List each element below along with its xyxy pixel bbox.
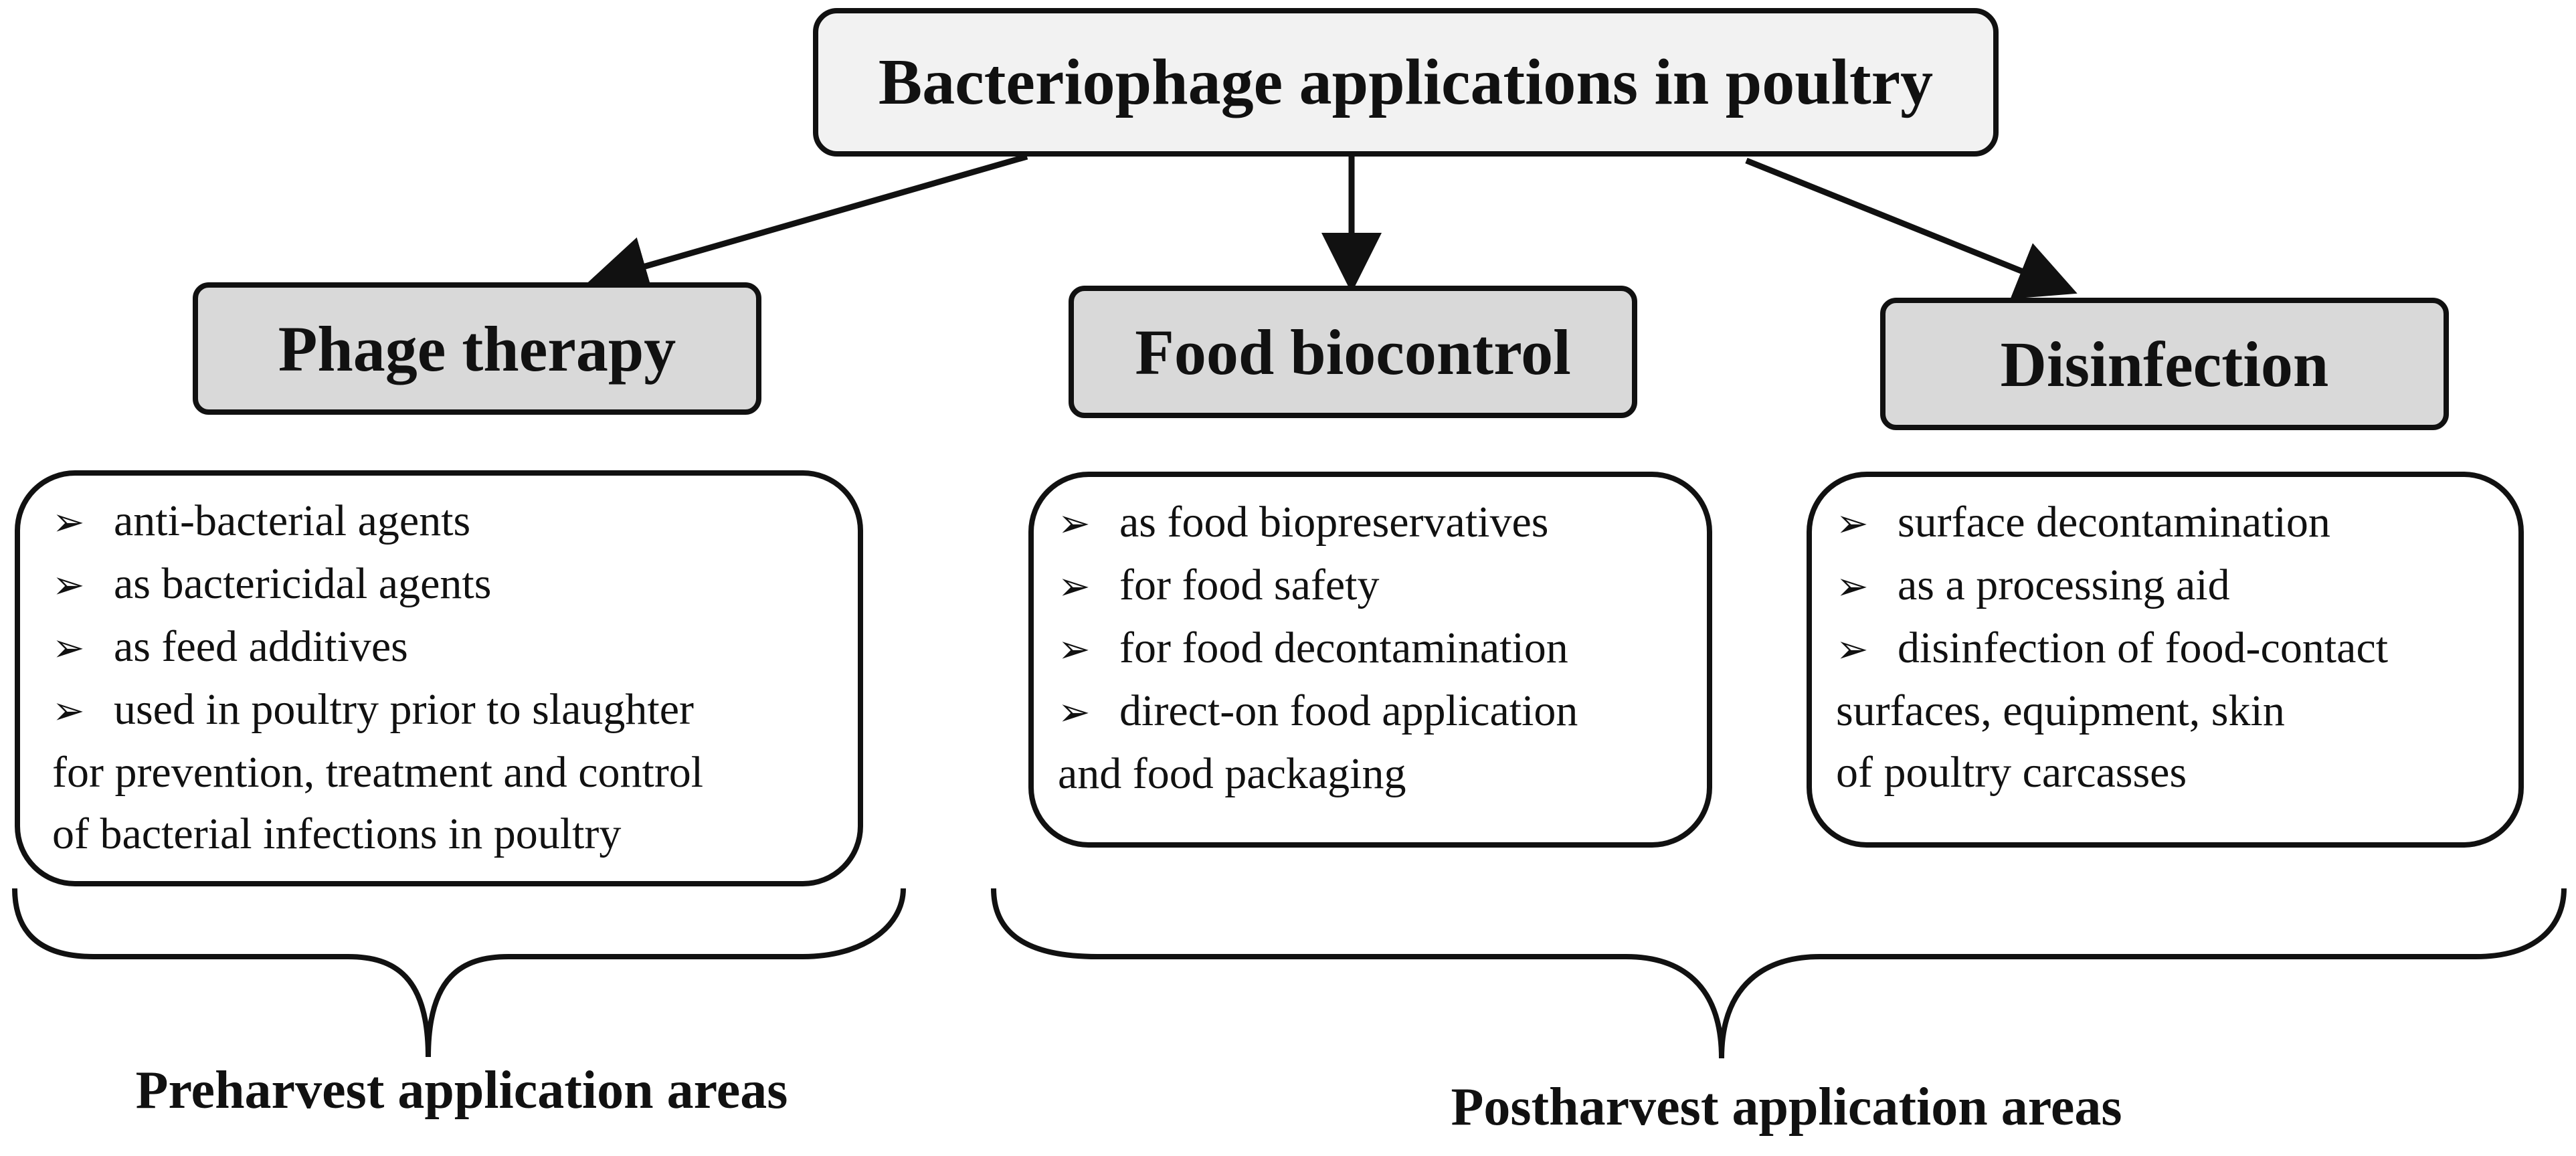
- detail-line: ➢ used in poultry prior to slaughter: [52, 679, 858, 742]
- detail-line: ➢ as a processing aid: [1836, 555, 2518, 617]
- arrow-bullet-icon: ➢: [1836, 502, 1869, 545]
- detail-line: ➢ as feed additives: [52, 616, 858, 679]
- detail-line-text: surface decontamination: [1898, 498, 2330, 547]
- detail-line: surfaces, equipment, skin: [1836, 680, 2518, 742]
- category-title-disinfection: Disinfection: [2000, 328, 2329, 400]
- arrow-to-disinfection: [1745, 157, 2078, 299]
- arrow-to-phage-therapy: [587, 153, 1028, 296]
- detail-line-text: as food biopreservatives: [1119, 498, 1549, 547]
- postharvest-brace: [991, 888, 2567, 1059]
- detail-line: of poultry carcasses: [1836, 742, 2518, 803]
- arrow-bullet-icon: ➢: [52, 689, 85, 733]
- detail-line: ➢ for food safety: [1058, 555, 1707, 617]
- detail-line: ➢ as bactericidal agents: [52, 553, 858, 616]
- arrow-bullet-icon: ➢: [1058, 565, 1091, 608]
- arrow-bullet-icon: ➢: [1836, 628, 1869, 671]
- detail-line: ➢ surface decontamination: [1836, 492, 2518, 555]
- detail-line: ➢ anti-bacterial agents: [52, 490, 858, 553]
- detail-line-text: direct-on food application: [1119, 686, 1578, 735]
- detail-line: ➢ as food biopreservatives: [1058, 492, 1707, 555]
- detail-line: ➢ direct-on food application: [1058, 680, 1707, 743]
- category-box-disinfection: Disinfection: [1880, 298, 2449, 430]
- detail-line: of bacterial infections in poultry: [52, 803, 858, 865]
- arrow-bullet-icon: ➢: [1058, 502, 1091, 545]
- root-title-box: Bacteriophage applications in poultry: [813, 8, 1999, 157]
- arrow-bullet-icon: ➢: [52, 563, 85, 607]
- detail-line-text: for food safety: [1119, 561, 1380, 609]
- detail-line: and food packaging: [1058, 743, 1707, 805]
- category-title-phage-therapy: Phage therapy: [278, 312, 676, 385]
- detail-line-text: for food decontamination: [1119, 623, 1568, 672]
- root-title: Bacteriophage applications in poultry: [878, 46, 1934, 118]
- detail-line-text: and food packaging: [1058, 749, 1406, 798]
- arrow-bullet-icon: ➢: [1836, 565, 1869, 608]
- postharvest-area-label: Postharvest application areas: [1451, 1078, 2122, 1137]
- detail-line-text: as bactericidal agents: [114, 559, 492, 608]
- detail-line-text: of bacterial infections in poultry: [52, 809, 622, 858]
- detail-line-text: of poultry carcasses: [1836, 748, 2187, 797]
- detail-line-text: as a processing aid: [1898, 561, 2230, 609]
- detail-line-text: as feed additives: [114, 622, 408, 671]
- category-box-food-biocontrol: Food biocontrol: [1069, 286, 1637, 418]
- category-box-phage-therapy: Phage therapy: [193, 282, 761, 415]
- detail-box-food-biocontrol: ➢ as food biopreservatives ➢ for food safet…: [1028, 472, 1712, 848]
- detail-line-text: used in poultry prior to slaughter: [114, 685, 695, 734]
- arrow-bullet-icon: ➢: [1058, 628, 1091, 671]
- category-title-food-biocontrol: Food biocontrol: [1135, 316, 1571, 388]
- arrow-bullet-icon: ➢: [52, 500, 85, 544]
- detail-line: ➢ for food decontamination: [1058, 617, 1707, 680]
- detail-line: for prevention, treatment and control: [52, 742, 858, 803]
- detail-line: ➢ disinfection of food-contact: [1836, 617, 2518, 680]
- detail-line-text: surfaces, equipment, skin: [1836, 686, 2285, 735]
- detail-box-phage-therapy: ➢ anti-bacterial agents ➢ as bactericidal a…: [15, 470, 863, 886]
- arrow-bullet-icon: ➢: [52, 626, 85, 670]
- preharvest-area-label: Preharvest application areas: [135, 1061, 788, 1120]
- preharvest-brace: [12, 888, 906, 1058]
- arrow-bullet-icon: ➢: [1058, 690, 1091, 734]
- detail-box-disinfection: ➢ surface decontamination ➢ as a processing…: [1807, 472, 2524, 848]
- detail-line-text: anti-bacterial agents: [114, 496, 471, 545]
- detail-line-text: disinfection of food-contact: [1898, 623, 2389, 672]
- detail-line-text: for prevention, treatment and control: [52, 748, 704, 797]
